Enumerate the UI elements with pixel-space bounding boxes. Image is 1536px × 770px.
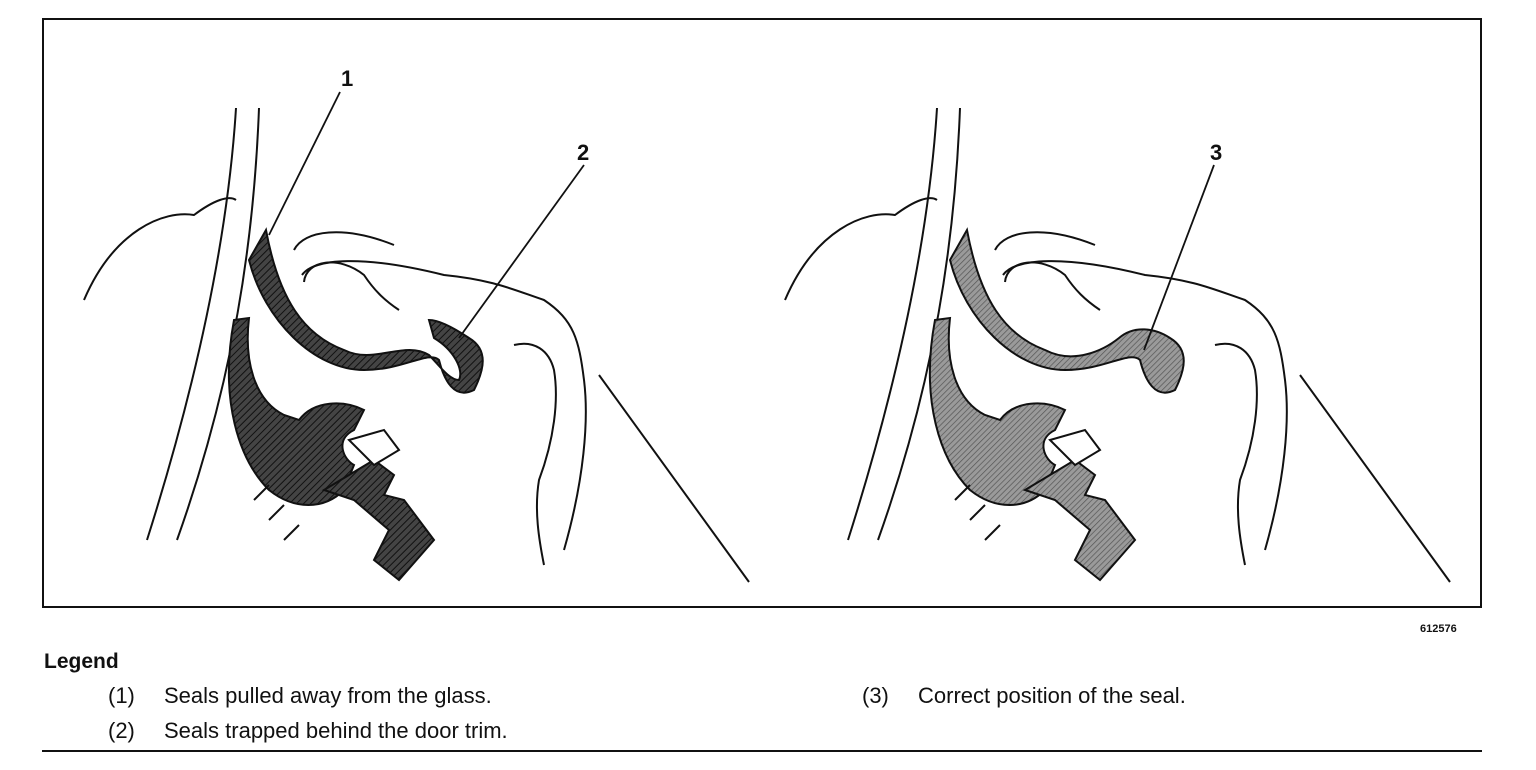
legend-item-text: Seals pulled away from the glass. <box>164 683 492 708</box>
right-view <box>784 107 1451 583</box>
left-view <box>83 107 750 583</box>
glass-inner-edge <box>877 107 961 541</box>
legend-item-text: Correct position of the seal. <box>918 683 1186 708</box>
legend-title: Legend <box>44 650 119 673</box>
body-outline <box>83 197 237 301</box>
glass-outer-edge <box>847 107 938 541</box>
door-trim <box>293 231 587 551</box>
door-trim <box>994 231 1288 551</box>
seal-wrong <box>247 227 484 394</box>
legend-item-3: (3) Correct position of the seal. <box>862 683 1186 709</box>
clip-slot <box>1048 428 1102 467</box>
legend-item-1: (1) Seals pulled away from the glass. <box>108 683 492 709</box>
callout-2: 2 <box>577 140 589 165</box>
glass-outer-edge <box>146 107 237 541</box>
clip-slot <box>347 428 401 467</box>
callout-1: 1 <box>341 66 353 91</box>
glass-inner-edge <box>176 107 260 541</box>
diagonal-line <box>598 374 750 583</box>
trim-vertical <box>1214 342 1258 566</box>
callout-3: 3 <box>1210 140 1222 165</box>
legend-item-number: (3) <box>862 683 889 708</box>
legend-item-number: (1) <box>108 683 135 708</box>
diagonal-line <box>1299 374 1451 583</box>
seal-lower-lip <box>928 316 1067 506</box>
clip <box>321 458 436 582</box>
body-outline <box>784 197 938 301</box>
leader-3 <box>1143 164 1215 351</box>
leader-1 <box>268 91 341 236</box>
seal-correct <box>948 227 1185 394</box>
trim-vertical <box>513 342 557 566</box>
bottom-rule <box>42 750 1482 752</box>
clip <box>1022 458 1137 582</box>
seal-illustration: 1 2 3 <box>83 66 1451 583</box>
trim-curl <box>303 261 400 311</box>
seal-lower-lip <box>227 316 366 506</box>
figure-id: 612576 <box>1420 623 1457 635</box>
diagram-frame: 1 2 3 <box>42 18 1482 608</box>
trim-curl <box>1004 261 1101 311</box>
legend-item-text: Seals trapped behind the door trim. <box>164 718 508 743</box>
leader-2 <box>458 164 585 339</box>
legend-item-2: (2) Seals trapped behind the door trim. <box>108 718 508 744</box>
legend-item-number: (2) <box>108 718 135 743</box>
